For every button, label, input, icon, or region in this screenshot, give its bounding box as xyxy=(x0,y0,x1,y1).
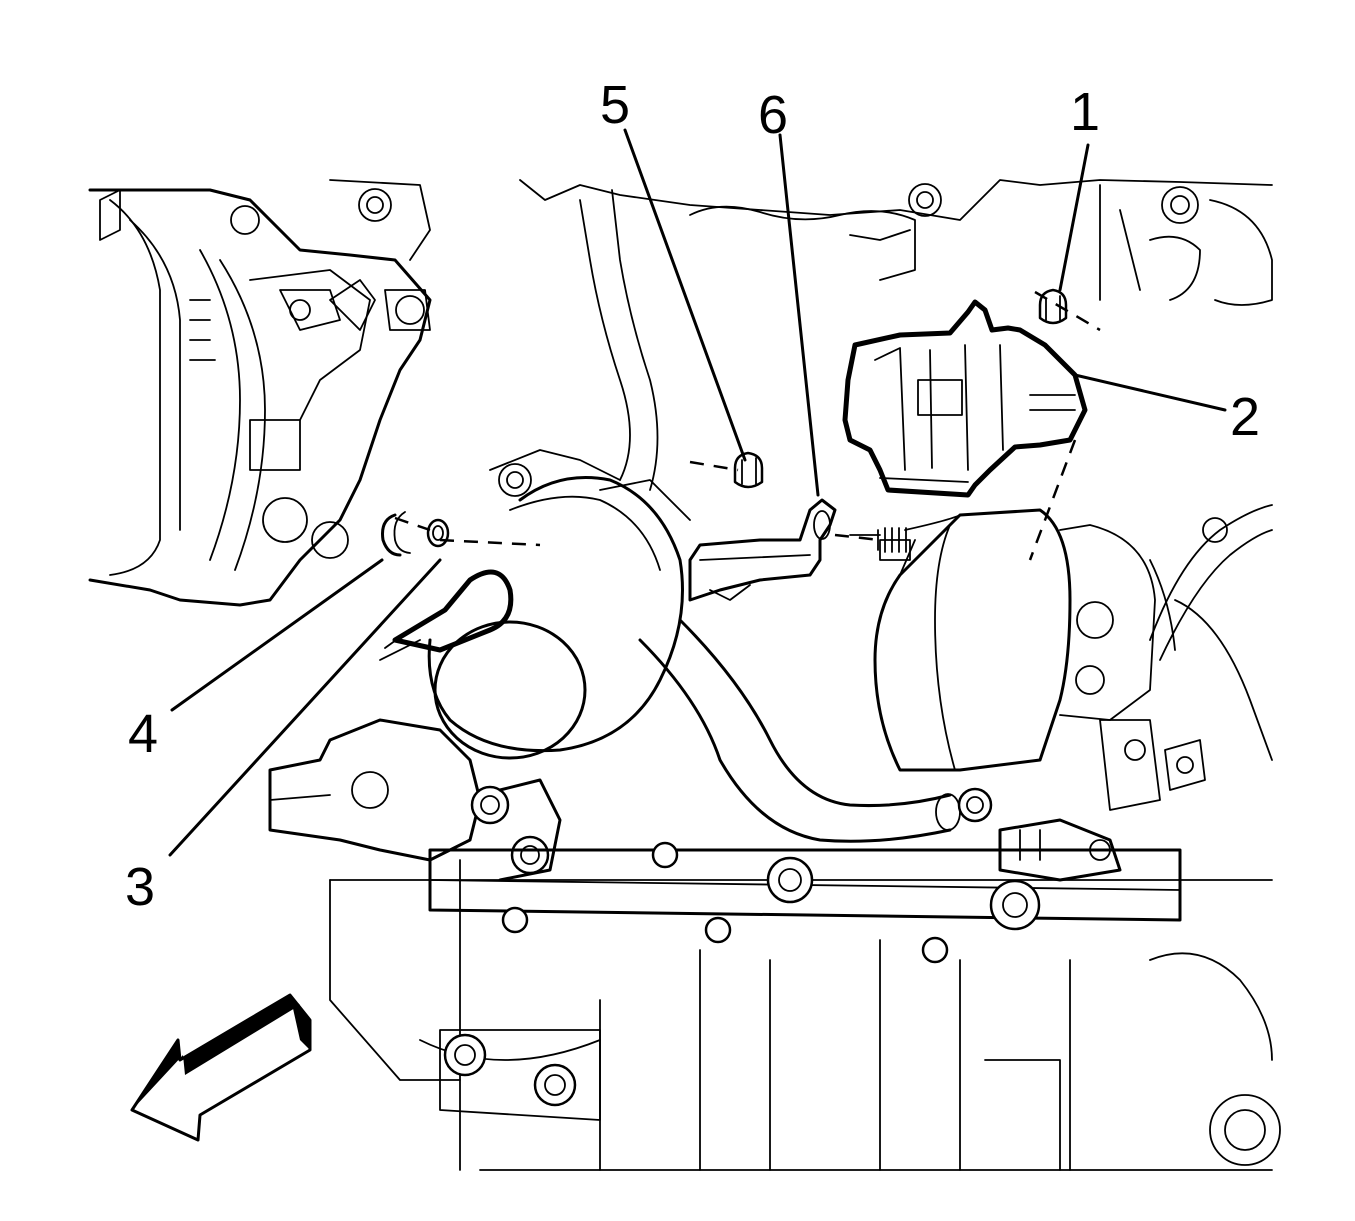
callout-1: 1 xyxy=(1070,82,1100,142)
assembly-axis-lines xyxy=(394,290,1101,561)
callout-labels: 1 2 3 4 5 6 xyxy=(125,75,1260,917)
starter-stud xyxy=(877,527,907,553)
leader-1 xyxy=(1058,143,1090,292)
starter-motor xyxy=(849,504,1273,811)
leader-4 xyxy=(170,558,384,712)
callout-5: 5 xyxy=(600,75,630,135)
leader-2 xyxy=(1073,373,1227,412)
part-6-bracket xyxy=(688,498,837,602)
callout-4: 4 xyxy=(128,704,158,764)
generator xyxy=(88,179,432,607)
leader-5 xyxy=(623,128,747,462)
part-3-washer xyxy=(426,518,450,548)
part-2-shield xyxy=(842,299,1088,498)
leader-3 xyxy=(168,558,442,857)
part-5-nut xyxy=(733,451,764,489)
callout-2: 2 xyxy=(1230,387,1260,447)
part-4-washer xyxy=(381,511,411,557)
oil-filter-housing xyxy=(379,189,961,843)
leader-6 xyxy=(778,133,820,497)
leader-lines xyxy=(168,128,1227,857)
callout-3: 3 xyxy=(125,857,155,917)
direction-arrow-icon xyxy=(130,993,312,1142)
callout-6: 6 xyxy=(758,85,788,145)
lower-brackets xyxy=(268,718,1182,1121)
engine-block xyxy=(329,179,1281,1171)
